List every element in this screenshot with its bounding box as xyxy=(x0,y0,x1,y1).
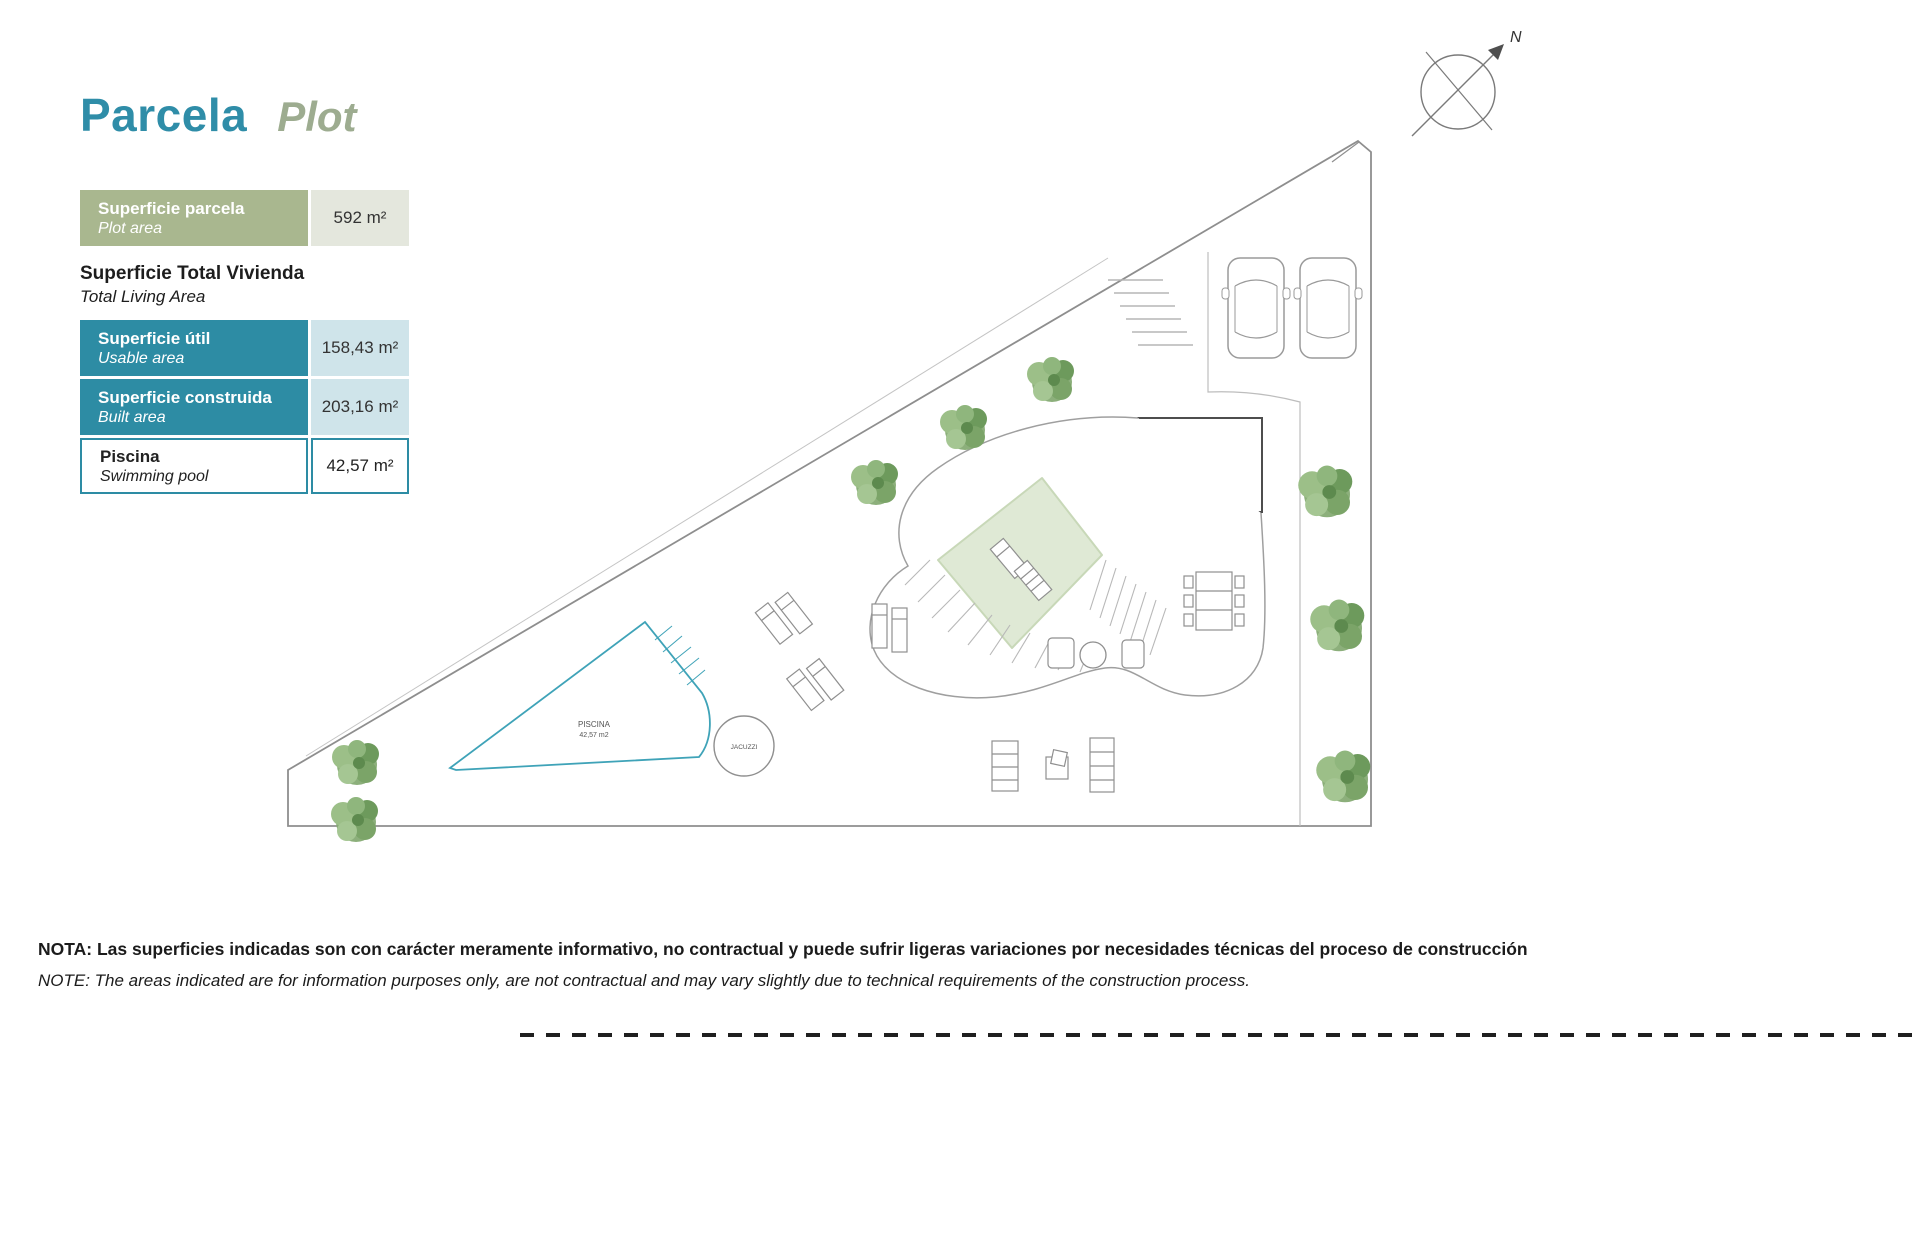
usable-area-row: Superficie útil Usable area 158,43 m² xyxy=(80,320,420,376)
swimming-pool-outline xyxy=(448,620,711,771)
usable-area-label: Superficie útil Usable area xyxy=(80,320,308,376)
footnote-es: NOTA: Las superficies indicadas son con … xyxy=(38,939,1528,959)
tree-icon xyxy=(1316,750,1371,803)
pool-area-label-en: Swimming pool xyxy=(100,467,209,485)
page-bottom-divider xyxy=(520,1033,1920,1037)
built-area-label: Superficie construida Built area xyxy=(80,379,308,435)
pool-area-row: Piscina Swimming pool 42,57 m² xyxy=(80,438,420,494)
pool-area-value: 42,57 m² xyxy=(311,438,409,494)
car-icon xyxy=(1221,257,1291,359)
areas-table: Superficie parcela Plot area 592 m² Supe… xyxy=(80,190,420,497)
built-area-label-en: Built area xyxy=(98,408,166,426)
tree-icon xyxy=(940,405,987,450)
tree-icon xyxy=(332,740,379,785)
boundary-corner-detail xyxy=(1331,141,1360,163)
footnote-en: NOTE: The areas indicated are for inform… xyxy=(38,971,1251,990)
built-area-value: 203,16 m² xyxy=(311,379,409,435)
driveway-path-line xyxy=(1207,252,1301,826)
built-area-row: Superficie construida Built area 203,16 … xyxy=(80,379,420,435)
page-title-es: Parcela xyxy=(80,89,248,141)
tree-icon xyxy=(851,460,898,505)
pool-area-label-es: Piscina xyxy=(100,446,160,466)
poolside-loungers xyxy=(754,591,908,712)
usable-area-label-es: Superficie útil xyxy=(98,328,211,348)
plot-area-value: 592 m² xyxy=(311,190,409,246)
sofa xyxy=(1121,639,1145,669)
garden-seating xyxy=(991,737,1115,793)
built-area-label-es: Superficie construida xyxy=(98,387,272,407)
lawn-sunloungers xyxy=(989,537,1053,602)
living-area-heading-en: Total Living Area xyxy=(80,287,206,306)
sofa xyxy=(1047,637,1075,669)
tree-icon xyxy=(1298,465,1353,518)
footnote: NOTA: Las superficies indicadas son con … xyxy=(38,936,1538,994)
pool-area-label: Piscina Swimming pool xyxy=(80,438,308,494)
car-icon xyxy=(1293,257,1363,359)
compass-north-arrow xyxy=(1488,44,1504,60)
pool-label: PISCINA xyxy=(578,720,611,729)
page-title: Parcela Plot xyxy=(80,88,357,142)
jacuzzi-label: JACUZZI xyxy=(731,744,758,751)
plot-area-label-es: Superficie parcela xyxy=(98,198,245,218)
living-area-heading: Superficie Total Vivienda Total Living A… xyxy=(80,262,420,308)
compass-north-label: N xyxy=(1510,29,1522,46)
setback-line xyxy=(305,257,1109,757)
tree-icon xyxy=(1310,599,1365,652)
dining-set xyxy=(1183,571,1245,631)
plot-area-row: Superficie parcela Plot area 592 m² xyxy=(80,190,420,246)
compass-icon: N xyxy=(1411,29,1522,137)
jacuzzi-outline xyxy=(713,715,775,777)
tree-icon xyxy=(1027,357,1074,402)
round-table xyxy=(1079,641,1107,669)
usable-area-label-en: Usable area xyxy=(98,349,185,367)
plot-area-label-en: Plot area xyxy=(98,219,163,237)
pool-steps xyxy=(654,625,706,686)
plot-boundary xyxy=(287,139,1372,827)
living-area-heading-es: Superficie Total Vivienda xyxy=(80,263,305,284)
plot-area-label: Superficie parcela Plot area xyxy=(80,190,308,246)
page-title-en: Plot xyxy=(277,93,357,140)
tree-icon xyxy=(331,797,378,842)
usable-area-value: 158,43 m² xyxy=(311,320,409,376)
parking-stripes xyxy=(1108,279,1193,346)
pool-area-label: 42,57 m2 xyxy=(579,732,608,739)
